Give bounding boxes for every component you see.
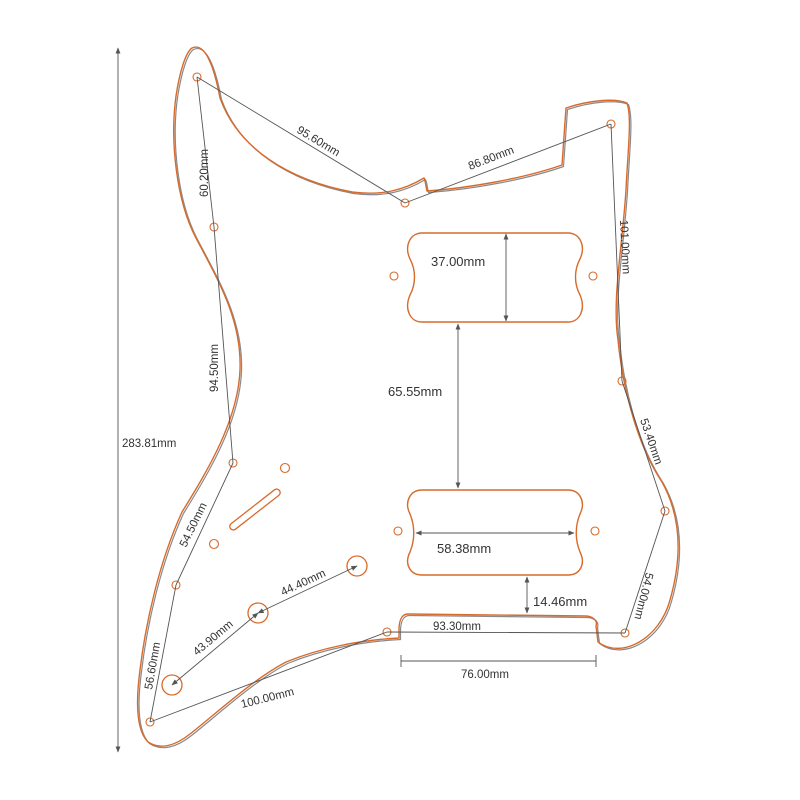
mounting-hole xyxy=(145,717,155,727)
mounting-hole xyxy=(192,72,202,82)
line-left-lower xyxy=(175,462,234,586)
line-knob-spacing-1 xyxy=(171,612,259,686)
line-left-upper xyxy=(196,76,215,228)
bridge-pickup-screw-hole-left xyxy=(393,526,403,536)
bridge-pickup-cutout xyxy=(406,489,584,576)
line-right-lower xyxy=(624,510,666,634)
dimension-lines xyxy=(115,47,666,753)
label-right-lower: 54.00mm xyxy=(631,571,654,620)
label-cutout-hole-span: 93.30mm xyxy=(433,621,481,633)
neck-pickup-screw-hole-left xyxy=(389,271,399,281)
label-bridge-to-cutout: 14.46mm xyxy=(533,594,587,609)
label-pickup-spacing: 65.55mm xyxy=(388,384,442,399)
neck-pickup-cutout xyxy=(406,232,584,323)
neck-pickup-screw-hole-right xyxy=(588,271,598,281)
label-center-to-top-right: 86.80mm xyxy=(467,144,516,172)
switch-screw-hole-bottom xyxy=(208,538,220,550)
line-left-bottom xyxy=(149,584,177,723)
label-right-upper: 101.00mm xyxy=(617,220,632,275)
label-left-lower: 54.50mm xyxy=(178,501,210,549)
line-cutout-hole-span xyxy=(386,631,626,634)
label-overall-height: 283.81mm xyxy=(122,438,176,450)
line-center-to-top-right xyxy=(404,123,612,204)
line-left-middle xyxy=(213,226,234,464)
mounting-hole xyxy=(171,580,181,590)
line-bottom-hole-span xyxy=(149,631,388,723)
label-cutout-width: 76.00mm xyxy=(461,669,509,681)
label-left-upper: 60.20mm xyxy=(199,149,211,197)
label-knob-spacing-1: 43.90mm xyxy=(191,618,235,658)
pickguard-outline xyxy=(136,46,679,747)
label-top-left-to-center: 95.60mm xyxy=(294,124,341,159)
label-left-middle: 94.50mm xyxy=(209,344,221,392)
bridge-pickup-screw-hole-right xyxy=(590,526,600,536)
line-knob-spacing-2 xyxy=(257,565,358,614)
label-bridge-pickup-width: 58.38mm xyxy=(437,541,491,556)
line-right-middle xyxy=(621,380,666,512)
line-right-upper xyxy=(610,123,623,382)
line-top-left-to-center xyxy=(196,76,406,204)
label-neck-pickup-height: 37.00mm xyxy=(431,254,485,269)
mounting-hole xyxy=(660,506,670,516)
pickguard-outline-group xyxy=(136,46,681,749)
switch-slot xyxy=(229,488,281,531)
mounting-hole xyxy=(400,198,410,208)
switch-screw-hole-top xyxy=(279,462,291,474)
dimension-labels: 283.81mm 95.60mm 86.80mm 60.20mm 94.50mm… xyxy=(122,124,664,711)
